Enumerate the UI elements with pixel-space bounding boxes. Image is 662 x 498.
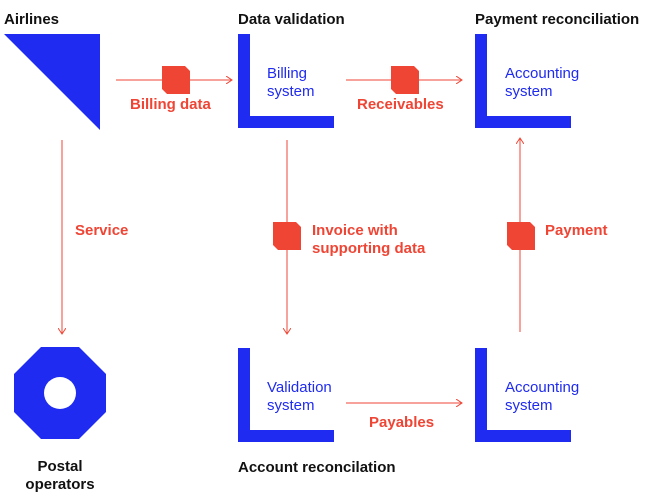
document-icon: [273, 222, 301, 250]
invoice-label: Invoice with supporting data: [312, 222, 426, 257]
postal-octagon-icon: [14, 347, 106, 439]
postal-operators-heading: Postal operators: [14, 458, 106, 494]
billing-system-icon: [238, 34, 334, 128]
airlines-triangle-icon: [4, 34, 100, 130]
airlines-heading: Airlines: [4, 11, 60, 28]
validation-system-label: Validation system: [267, 379, 332, 414]
billing-data-label: Billing data: [130, 96, 211, 113]
receivables-label: Receivables: [357, 96, 444, 113]
postal-operators-line2: operators: [25, 476, 95, 493]
document-icon: [507, 222, 535, 250]
document-icon: [162, 66, 190, 94]
document-icon: [391, 66, 419, 94]
accounting-system-bottom-icon: [475, 348, 571, 442]
payment-reconciliation-heading: Payment reconciliation: [475, 11, 640, 28]
accounting-system-top-label: Accounting system: [505, 65, 580, 100]
postal-operators-line1: Postal: [37, 458, 83, 475]
accounting-system-bottom-label: Accounting system: [505, 379, 580, 414]
data-validation-heading: Data validation: [238, 11, 345, 28]
billing-system-label: Billing system: [267, 65, 315, 100]
service-label: Service: [75, 222, 129, 239]
account-reconcilation-heading: Account reconcilation: [238, 459, 396, 476]
payment-label: Payment: [545, 222, 608, 239]
payables-label: Payables: [369, 414, 435, 431]
validation-system-icon: [238, 348, 334, 442]
accounting-system-top-icon: [475, 34, 571, 128]
